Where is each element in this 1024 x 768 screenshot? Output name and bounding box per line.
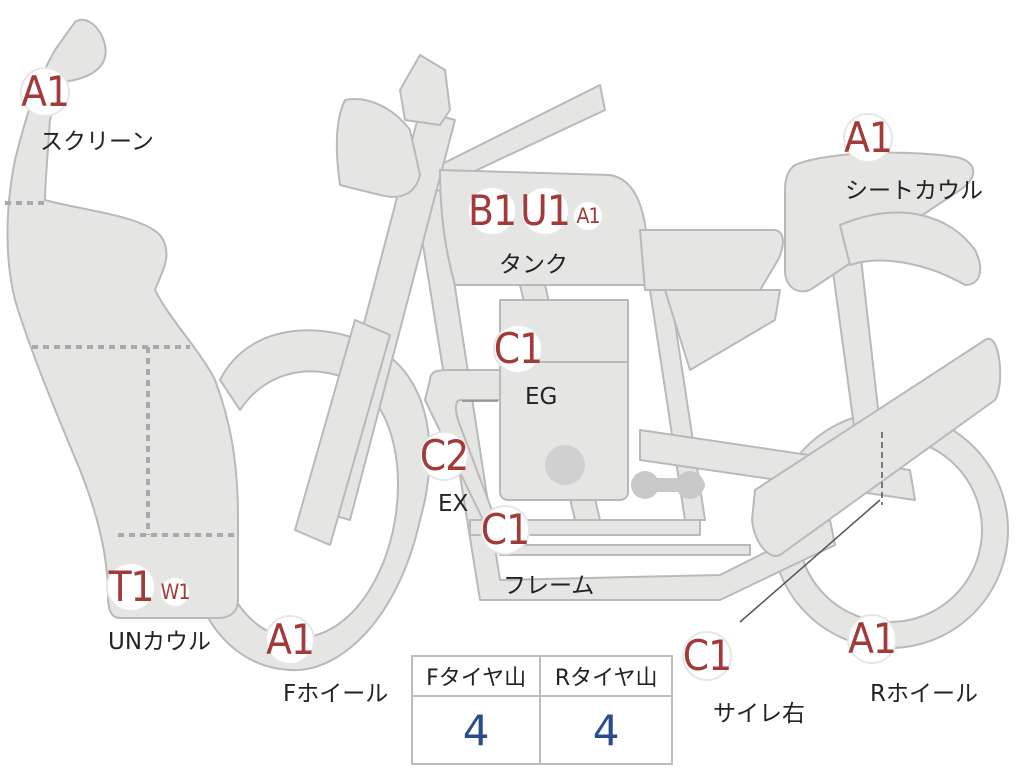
- front-cowl-shape: [6, 18, 239, 619]
- grade-badge-seat-cowl: A1: [843, 113, 893, 163]
- label-exhaust: EX: [438, 491, 469, 517]
- front-tire-value: 4: [410, 695, 542, 765]
- front-tire-header: Fタイヤ山: [410, 655, 542, 697]
- label-tank: タンク: [499, 252, 568, 278]
- front-wheel-shape: [199, 329, 431, 672]
- silencer-shape: [751, 337, 1002, 557]
- label-front-wheel: Fホイール: [283, 681, 389, 707]
- seat-shape: [639, 229, 784, 291]
- rear-tire-value: 4: [539, 695, 673, 765]
- grade-badge-exhaust: C2: [419, 431, 469, 481]
- grade-badge-under-cowl-t: T1: [106, 562, 156, 612]
- grade-badge-screen: A1: [20, 67, 70, 117]
- label-seat-cowl: シートカウル: [845, 178, 983, 204]
- label-screen: スクリーン: [40, 129, 154, 155]
- grade-badge-under-cowl-w: W1: [159, 576, 191, 608]
- grade-badge-rear-wheel: A1: [847, 614, 897, 664]
- grade-badge-front-wheel: A1: [265, 615, 315, 665]
- grade-badge-tank-a: A1: [572, 200, 604, 232]
- exhaust-shape: [424, 369, 751, 556]
- grade-badge-engine: C1: [493, 324, 543, 374]
- label-frame: フレーム: [503, 573, 595, 599]
- label-engine: EG: [525, 384, 558, 410]
- grade-badge-tank-u: U1: [520, 186, 571, 236]
- tire-tread-table: Fタイヤ山 Rタイヤ山 4 4: [410, 655, 673, 765]
- grade-badge-silencer-right: C1: [682, 631, 732, 681]
- label-under-cowl: UNカウル: [108, 629, 212, 655]
- label-rear-wheel: Rホイール: [870, 681, 978, 707]
- grade-badge-frame: C1: [480, 505, 530, 555]
- rear-tire-header: Rタイヤ山: [539, 655, 673, 697]
- label-silencer-right: サイレ右: [713, 701, 805, 727]
- grade-badge-tank-b: B1: [467, 186, 517, 236]
